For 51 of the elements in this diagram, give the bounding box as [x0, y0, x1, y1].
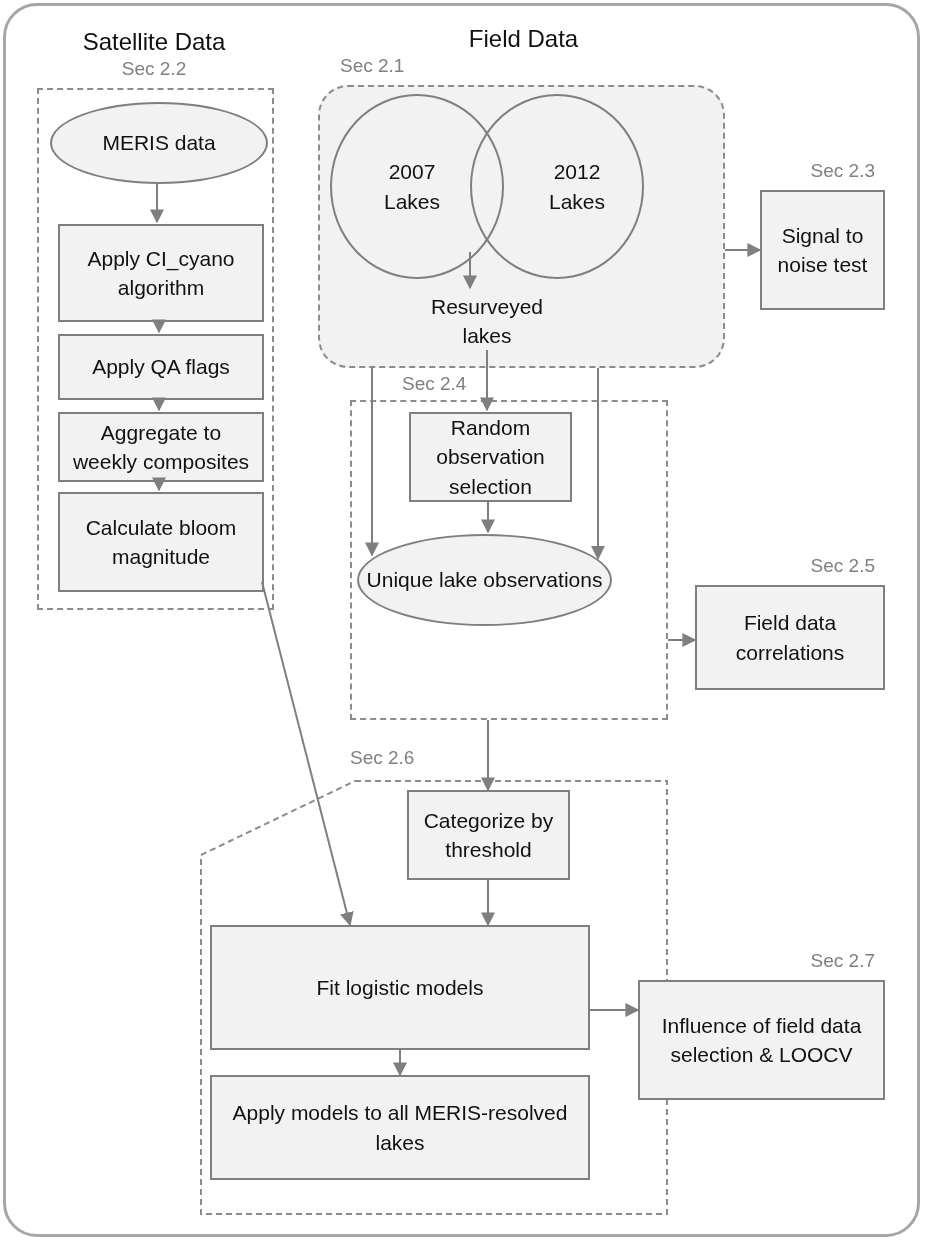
arrow: [150, 181, 164, 224]
arrow: [152, 319, 166, 334]
arrow: [481, 879, 495, 927]
arrow: [667, 633, 697, 647]
arrow: [463, 250, 477, 290]
node-label: Aggregate to weekly composites: [71, 419, 251, 475]
arrow: [724, 243, 762, 257]
arrow: [152, 397, 166, 412]
node-label: Apply CI_cyano algorithm: [86, 245, 236, 301]
node-label: Fit logistic models: [315, 974, 485, 1001]
arrow: [480, 349, 494, 412]
arrow: [481, 499, 495, 534]
node-label: Signal to noise test: [776, 222, 869, 278]
section-label: Sec 2.6: [350, 747, 416, 769]
process-box: [407, 790, 570, 880]
node-label: Resurveyed lakes: [429, 293, 545, 349]
process-box: [58, 412, 264, 482]
arrow: [591, 367, 605, 560]
section-label: Sec 2.3: [810, 160, 875, 182]
arrow: [261, 581, 354, 927]
group-heading: Field Data: [467, 25, 580, 53]
section-label: Sec 2.7: [810, 950, 875, 972]
arrow: [365, 367, 379, 557]
node-label: Apply QA flags: [91, 354, 231, 381]
arrow: [589, 1003, 640, 1017]
node-label: Field data correlations: [734, 610, 846, 666]
arrow: [152, 477, 166, 492]
process-box: [210, 1075, 590, 1180]
arrow: [393, 1049, 407, 1077]
venn-circle: [330, 94, 504, 279]
section-label: Sec 2.1: [340, 55, 406, 77]
process-box: [409, 412, 572, 502]
process-box: [58, 492, 264, 592]
group-heading: Satellite Data: [81, 28, 227, 56]
section-label: Sec 2.5: [810, 555, 875, 577]
node-label: 2007 Lakes: [382, 159, 441, 215]
node-label: MERIS data: [101, 130, 217, 157]
section-label: Sec 2.2: [120, 58, 188, 80]
node-label: Unique lake observations: [365, 567, 604, 594]
node-label: Categorize by threshold: [422, 807, 555, 863]
venn-circle: [470, 94, 644, 279]
arrow: [481, 719, 495, 792]
process-box: [210, 925, 590, 1050]
node-label: Apply models to all MERIS-resolved lakes: [231, 1100, 569, 1156]
node-label: 2012 Lakes: [547, 159, 606, 215]
process-box: [58, 334, 264, 400]
node-label: Influence of field data selection & LOOCV: [660, 1012, 863, 1068]
node-label: Calculate bloom magnitude: [84, 514, 238, 570]
node-label: Random observation selection: [435, 414, 546, 500]
process-box: [58, 224, 264, 322]
section-label: Sec 2.4: [402, 373, 468, 395]
